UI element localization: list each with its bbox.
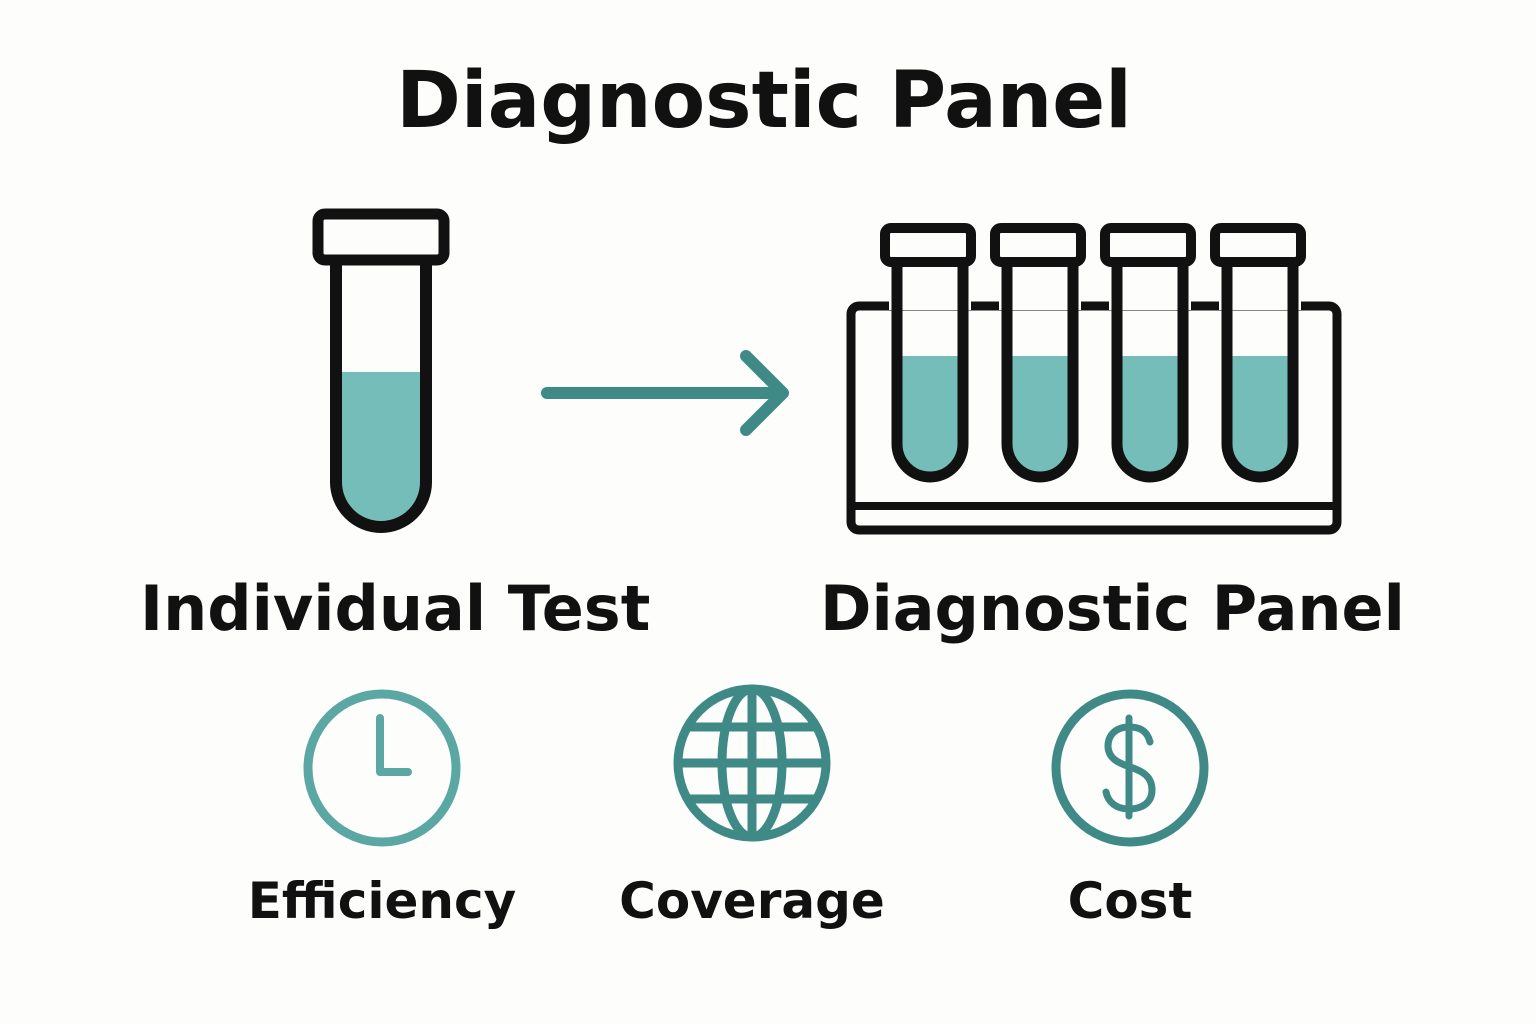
page-title: Diagnostic Panel [396,56,1132,146]
panel-tube-3-icon [1100,223,1196,483]
globe-icon [673,684,831,842]
coverage-label: Coverage [619,872,885,930]
clock-icon [303,689,461,847]
diagnostic-panel-label: Diagnostic Panel [820,572,1405,645]
dollar-icon [1051,689,1209,847]
panel-tube-2-icon [990,223,1086,483]
panel-tube-4-icon [1210,223,1306,483]
diagnostic-panel-rack-icon [846,223,1342,535]
individual-tube-body [330,262,432,533]
panel-tube-1-icon [880,223,976,483]
individual-test-label: Individual Test [140,572,651,645]
rack-frame [846,301,1342,535]
individual-test-tube-icon [312,208,450,533]
individual-tube-cap [312,208,450,266]
individual-tube-liquid [336,372,426,527]
arrow-right-icon [541,350,789,436]
efficiency-label: Efficiency [247,872,517,930]
cost-label: Cost [1067,872,1193,930]
